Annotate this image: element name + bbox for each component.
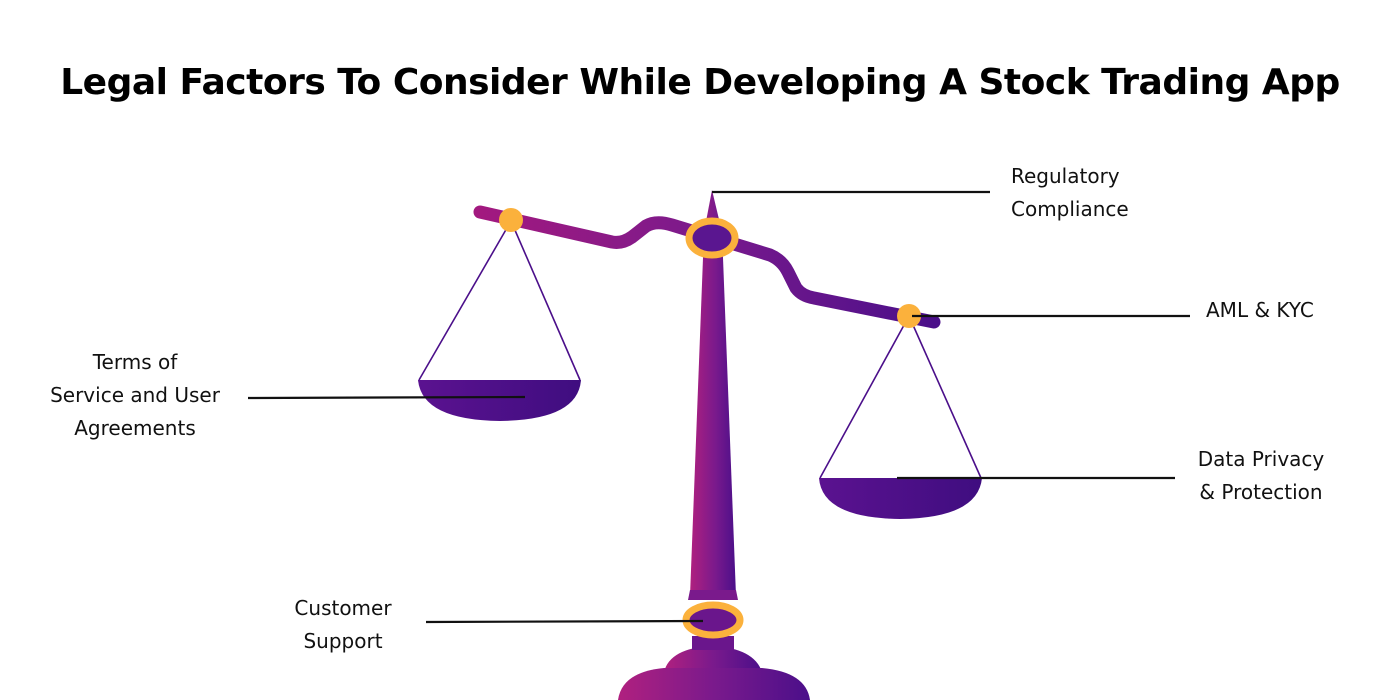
right-scale-pan bbox=[819, 315, 982, 519]
label-privacy-line1: Data Privacy bbox=[1197, 447, 1325, 471]
label-aml-kyc: AML & KYC bbox=[1206, 294, 1314, 327]
label-support-line1: Customer bbox=[294, 596, 392, 620]
label-privacy-line2: & Protection bbox=[1199, 480, 1323, 504]
page-title: Legal Factors To Consider While Developi… bbox=[60, 62, 1340, 103]
scale-pole bbox=[688, 190, 738, 650]
label-terms-line1: Terms of bbox=[92, 350, 178, 374]
label-regulatory-line1: Regulatory bbox=[1011, 164, 1120, 188]
label-customer-support: Customer Support bbox=[273, 592, 413, 658]
label-regulatory-compliance: Regulatory Compliance bbox=[1011, 160, 1129, 226]
left-beam-knob bbox=[499, 208, 523, 232]
scale-base bbox=[618, 646, 810, 700]
label-regulatory-line2: Compliance bbox=[1011, 197, 1129, 221]
label-aml-line1: AML & KYC bbox=[1206, 298, 1314, 322]
label-terms-of-service: Terms of Service and User Agreements bbox=[30, 346, 240, 445]
connector-lines bbox=[247, 190, 1190, 624]
label-terms-line3: Agreements bbox=[74, 416, 196, 440]
connector-support bbox=[425, 619, 704, 624]
label-support-line2: Support bbox=[303, 629, 383, 653]
label-terms-line2: Service and User bbox=[50, 383, 220, 407]
left-scale-pan bbox=[418, 220, 581, 421]
top-pivot-ring bbox=[685, 217, 739, 259]
connector-terms bbox=[247, 395, 526, 400]
label-data-privacy: Data Privacy & Protection bbox=[1176, 443, 1346, 509]
right-beam-knob bbox=[897, 304, 921, 328]
